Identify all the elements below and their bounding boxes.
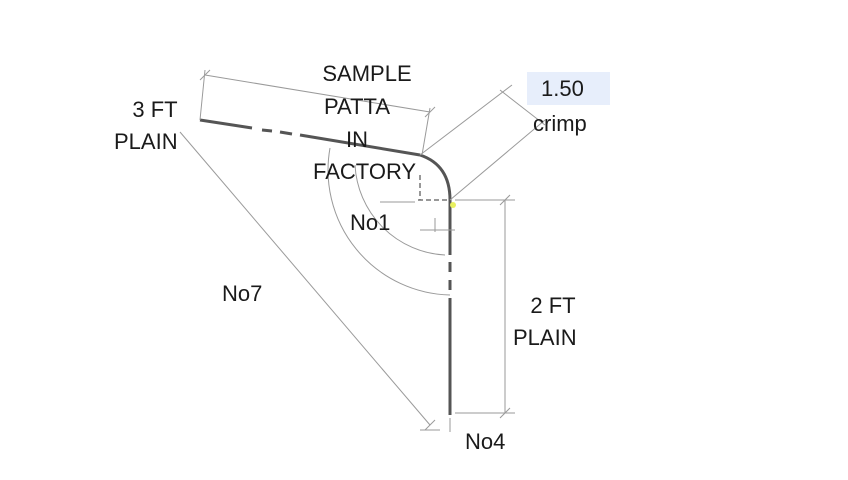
- profile-bend[interactable]: [419, 153, 452, 201]
- dimension-label-no4[interactable]: No4: [465, 429, 506, 454]
- sample-note-line3: IN: [346, 127, 368, 152]
- bend-point-marker[interactable]: [450, 202, 456, 208]
- dimension-no7-diagonal: [179, 131, 451, 432]
- dimension-top-length: [199, 69, 436, 156]
- right-length-label-bottom: PLAIN: [513, 325, 577, 350]
- angle-arcs: [327, 147, 455, 296]
- crimp-value-highlight: [527, 72, 610, 105]
- crimp-value[interactable]: 1.50: [541, 76, 584, 101]
- left-length-label-top: 3 FT: [132, 97, 178, 122]
- sample-note-line1: SAMPLE: [322, 61, 412, 86]
- dimension-label-no7[interactable]: No7: [222, 281, 263, 306]
- sample-note-line2: PATTA: [324, 94, 390, 119]
- bend-construction: [418, 175, 450, 201]
- crimp-label: crimp: [533, 111, 587, 136]
- right-length-label-top: 2 FT: [530, 293, 576, 318]
- dimension-crimp: [419, 84, 546, 201]
- profile-left-segment[interactable]: [199, 118, 421, 157]
- dimension-right-length: [455, 194, 515, 419]
- sample-note-line4: FACTORY: [313, 159, 417, 184]
- angle-label-no1[interactable]: No1: [350, 210, 391, 235]
- left-length-label-bottom: PLAIN: [114, 129, 178, 154]
